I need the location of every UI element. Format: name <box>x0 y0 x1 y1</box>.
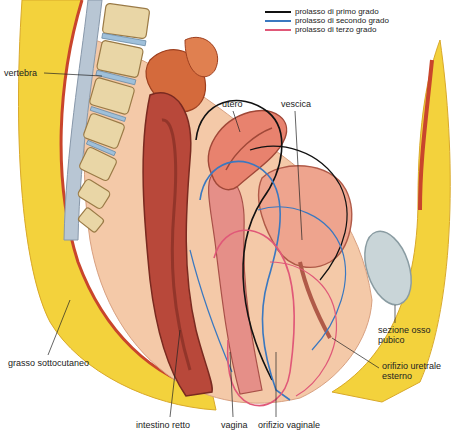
legend-text: prolasso di terzo grado <box>295 25 376 34</box>
legend-text: prolasso di primo grado <box>295 7 379 16</box>
legend-text: prolasso di secondo grado <box>295 16 389 25</box>
legend-row: prolasso di terzo grado <box>265 25 376 34</box>
part-label: orifizio vaginale <box>258 420 320 430</box>
legend-line-sample <box>265 27 291 33</box>
part-label: intestino retto <box>136 420 190 430</box>
part-label: vescica <box>281 99 311 109</box>
legend-line-sample <box>265 18 291 24</box>
part-label: sezione osso pubico <box>378 325 458 345</box>
legend-line-sample <box>265 9 291 15</box>
part-label: utero <box>222 99 243 109</box>
part-label: grasso sottocutaneo <box>8 358 89 368</box>
legend-row: prolasso di secondo grado <box>265 16 389 25</box>
legend-row: prolasso di primo grado <box>265 7 379 16</box>
part-label: orifizio uretrale esterno <box>382 361 456 381</box>
part-label: vagina <box>221 420 248 430</box>
part-label: vertebra <box>4 68 37 78</box>
